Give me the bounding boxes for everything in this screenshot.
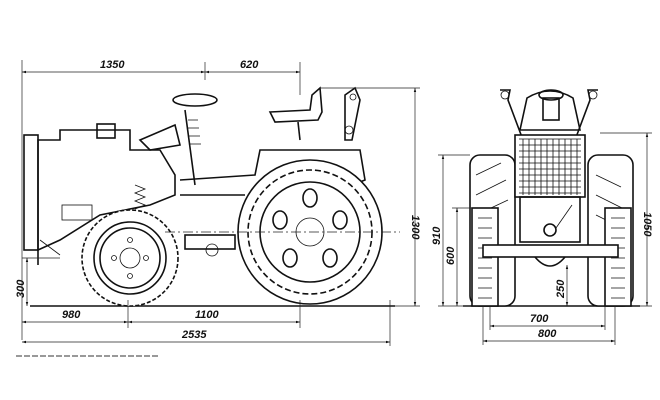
dim-910: 910 — [431, 226, 443, 245]
dim-1100: 1100 — [195, 309, 220, 321]
steering-post — [542, 97, 560, 121]
dim-250: 250 — [555, 279, 567, 299]
steering-column — [184, 109, 196, 186]
engine-panel — [61, 204, 93, 221]
dim-800: 800 — [538, 328, 557, 340]
dim-980: 980 — [62, 309, 81, 321]
steering-wheel — [172, 93, 218, 107]
drive-shaft — [184, 234, 236, 250]
seat — [268, 86, 323, 123]
dim-620: 620 — [240, 59, 259, 71]
dim-600: 600 — [445, 246, 457, 265]
engine-block — [37, 129, 176, 252]
side-view: 1350 620 1300 300 980 1100 2535 — [15, 59, 421, 346]
dim-300: 300 — [15, 279, 27, 298]
dim-700: 700 — [530, 313, 549, 325]
dim-1300: 1300 — [409, 215, 421, 240]
dim-1050: 1050 — [641, 212, 653, 237]
front-wheel — [81, 209, 179, 307]
radiator — [514, 134, 586, 198]
suspension-spring — [133, 184, 147, 210]
front-view: 910 600 1050 250 700 800 — [431, 89, 653, 345]
air-filter — [96, 123, 116, 139]
front-grille — [23, 134, 39, 251]
engine-front — [519, 196, 581, 243]
dim-1350: 1350 — [100, 59, 125, 71]
dash-panel — [138, 123, 181, 151]
hood-top — [519, 90, 581, 131]
dim-2535: 2535 — [181, 329, 207, 341]
front-axle — [482, 244, 619, 258]
rear-hitch — [344, 86, 361, 141]
